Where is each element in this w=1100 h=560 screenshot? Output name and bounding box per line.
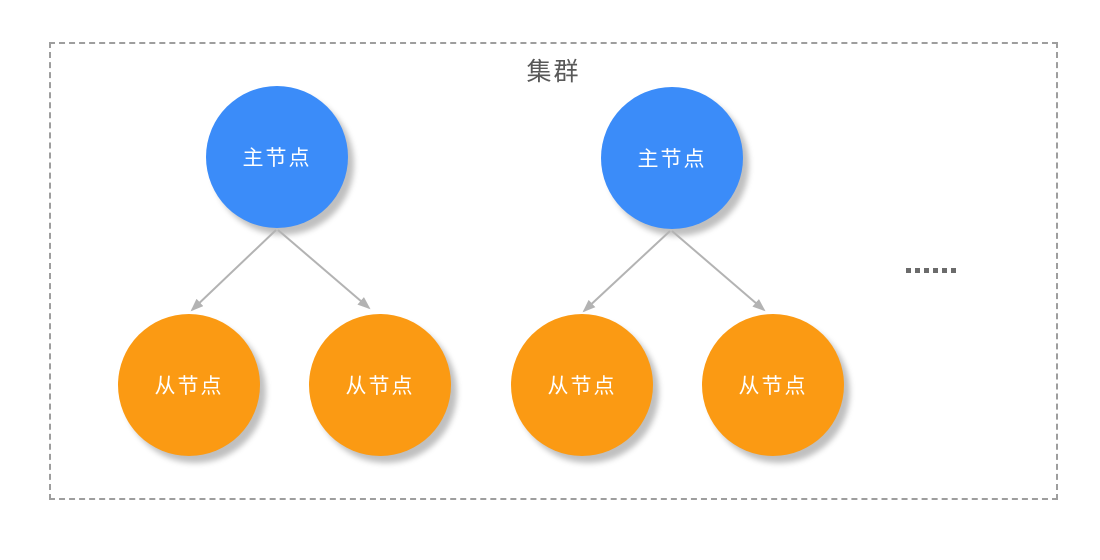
diagram-title: 集群	[526, 58, 581, 86]
ellipsis-dot	[951, 268, 956, 273]
slave-node-2a: 从节点	[511, 314, 653, 456]
slave-node-1a: 从节点	[118, 314, 260, 456]
ellipsis-dot	[942, 268, 947, 273]
slave-node-1b: 从节点	[309, 314, 451, 456]
master-node-1: 主节点	[206, 86, 348, 228]
master-node-2: 主节点	[601, 87, 743, 229]
ellipsis-dot	[915, 268, 920, 273]
more-clusters-ellipsis	[906, 268, 956, 273]
ellipsis-dot	[924, 268, 929, 273]
cluster-boundary-box: 集群 主节点 从节点 从节点 主节点 从节点 从节点	[49, 42, 1058, 500]
slave-node-2b: 从节点	[702, 314, 844, 456]
ellipsis-dot	[933, 268, 938, 273]
ellipsis-dot	[906, 268, 911, 273]
